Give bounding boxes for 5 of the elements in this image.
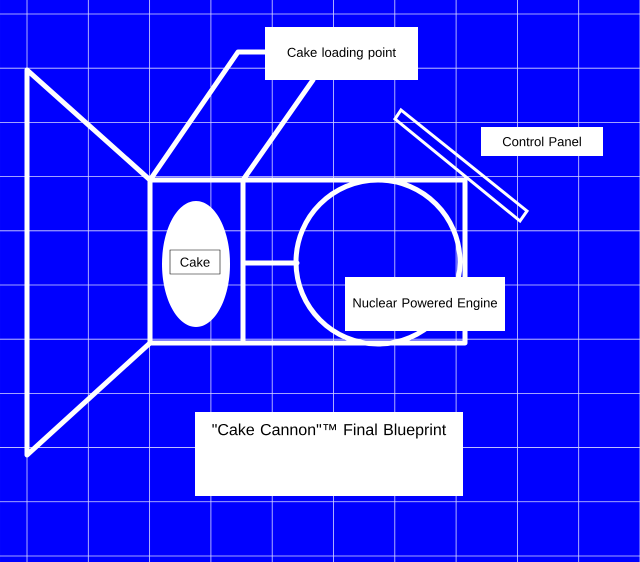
- title-box: "Cake Cannon"™ Final Blueprint: [195, 412, 463, 496]
- label-box: Cake loading point: [265, 27, 418, 80]
- label-box: Cake: [170, 250, 220, 274]
- label-box: Nuclear Powered Engine: [345, 277, 505, 331]
- label-box: Control Panel: [481, 127, 603, 156]
